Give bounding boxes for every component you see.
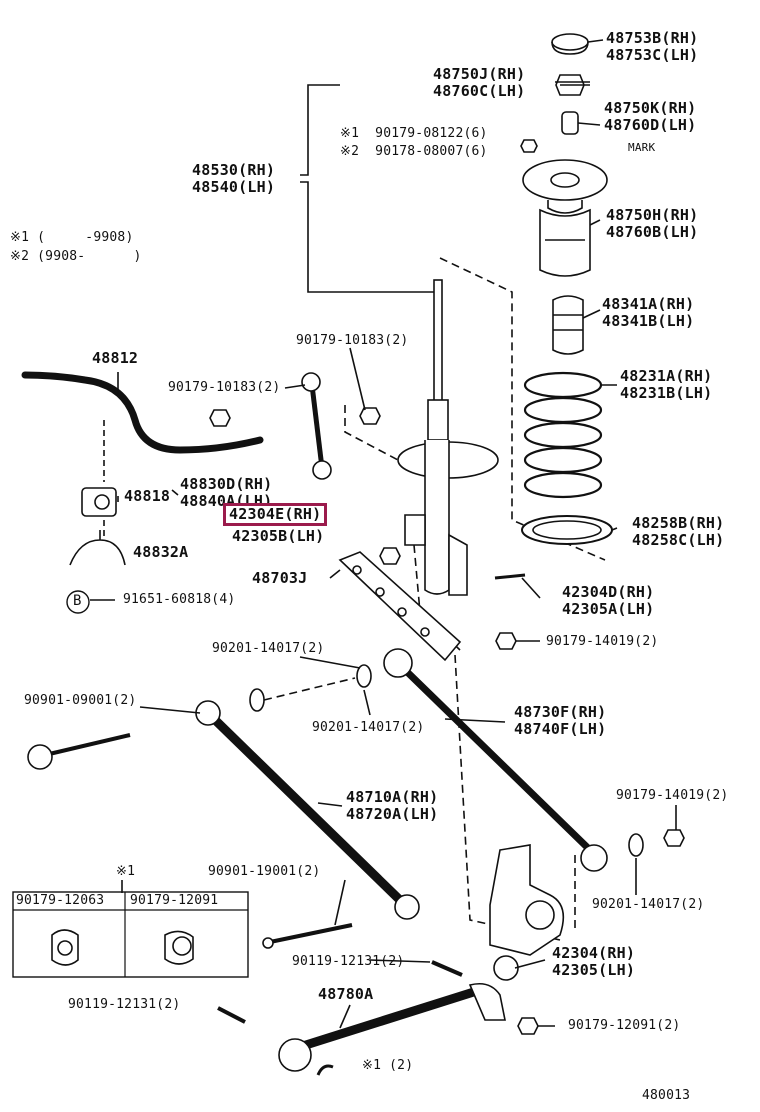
- label-nut-top: 90179-10183(2): [296, 333, 409, 348]
- label-star1: ※1: [116, 864, 136, 879]
- label-90201-b: 90201-14017(2): [312, 720, 425, 735]
- label-bolt1: ※1 90179-08122(6): [340, 126, 488, 141]
- label-90201-c: 90201-14017(2): [592, 897, 705, 912]
- label-42304d: 42304D(RH)42305A(LH): [562, 583, 655, 618]
- label-91651: 91651-60818(4): [123, 592, 236, 607]
- label-48750j: 48750J(RH)48760C(LH): [433, 65, 526, 100]
- label-90179-14019-b: 90179-14019(2): [616, 788, 729, 803]
- box-label-left: 90179-12063: [16, 893, 105, 908]
- figure-number: 480013: [642, 1088, 691, 1103]
- label-48780: 48780A: [318, 985, 374, 1003]
- circle-b-label: B: [73, 593, 82, 609]
- note-2: ※2 (9908- ): [10, 249, 142, 264]
- label-48341: 48341A(RH)48341B(LH): [602, 295, 695, 330]
- label-bolt2: ※2 90178-08007(6): [340, 144, 488, 159]
- label-48812: 48812: [92, 349, 139, 367]
- box-label-right: 90179-12091: [130, 893, 219, 908]
- label-42304e-highlighted[interactable]: 42304E(RH): [223, 503, 328, 526]
- label-mark: MARK: [628, 141, 656, 154]
- label-48750h: 48750H(RH)48760B(LH): [606, 206, 699, 241]
- label-48750k: 48750K(RH)48760D(LH): [604, 99, 697, 134]
- label-48832: 48832A: [133, 543, 189, 561]
- label-90901-b: 90901-19001(2): [208, 864, 321, 879]
- label-48258: 48258B(RH)48258C(LH): [632, 514, 725, 549]
- label-90901-a: 90901-09001(2): [24, 693, 137, 708]
- label-48231: 48231A(RH)48231B(LH): [620, 367, 713, 402]
- label-nut-left: 90179-10183(2): [168, 380, 281, 395]
- label-48703: 48703J: [252, 569, 308, 587]
- label-42304: 42304(RH)42305(LH): [552, 944, 636, 979]
- note-1: ※1 ( -9908): [10, 230, 134, 245]
- label-48730: 48730F(RH)48740F(LH): [514, 703, 607, 738]
- label-90179-14019-a: 90179-14019(2): [546, 634, 659, 649]
- label-48753: 48753B(RH)48753C(LH): [606, 29, 699, 64]
- label-90119-b: 90119-12131(2): [68, 997, 181, 1012]
- label-90201-a: 90201-14017(2): [212, 641, 325, 656]
- label-48530: 48530(RH)48540(LH): [192, 161, 276, 196]
- label-90119-a: 90119-12131(2): [292, 954, 405, 969]
- label-42305b: 42305B(LH): [232, 527, 325, 545]
- label-90179-12091: 90179-12091(2): [568, 1018, 681, 1033]
- label-star1-b: ※1 (2): [362, 1058, 414, 1073]
- label-48710: 48710A(RH)48720A(LH): [346, 788, 439, 823]
- label-48818: 48818: [124, 487, 171, 505]
